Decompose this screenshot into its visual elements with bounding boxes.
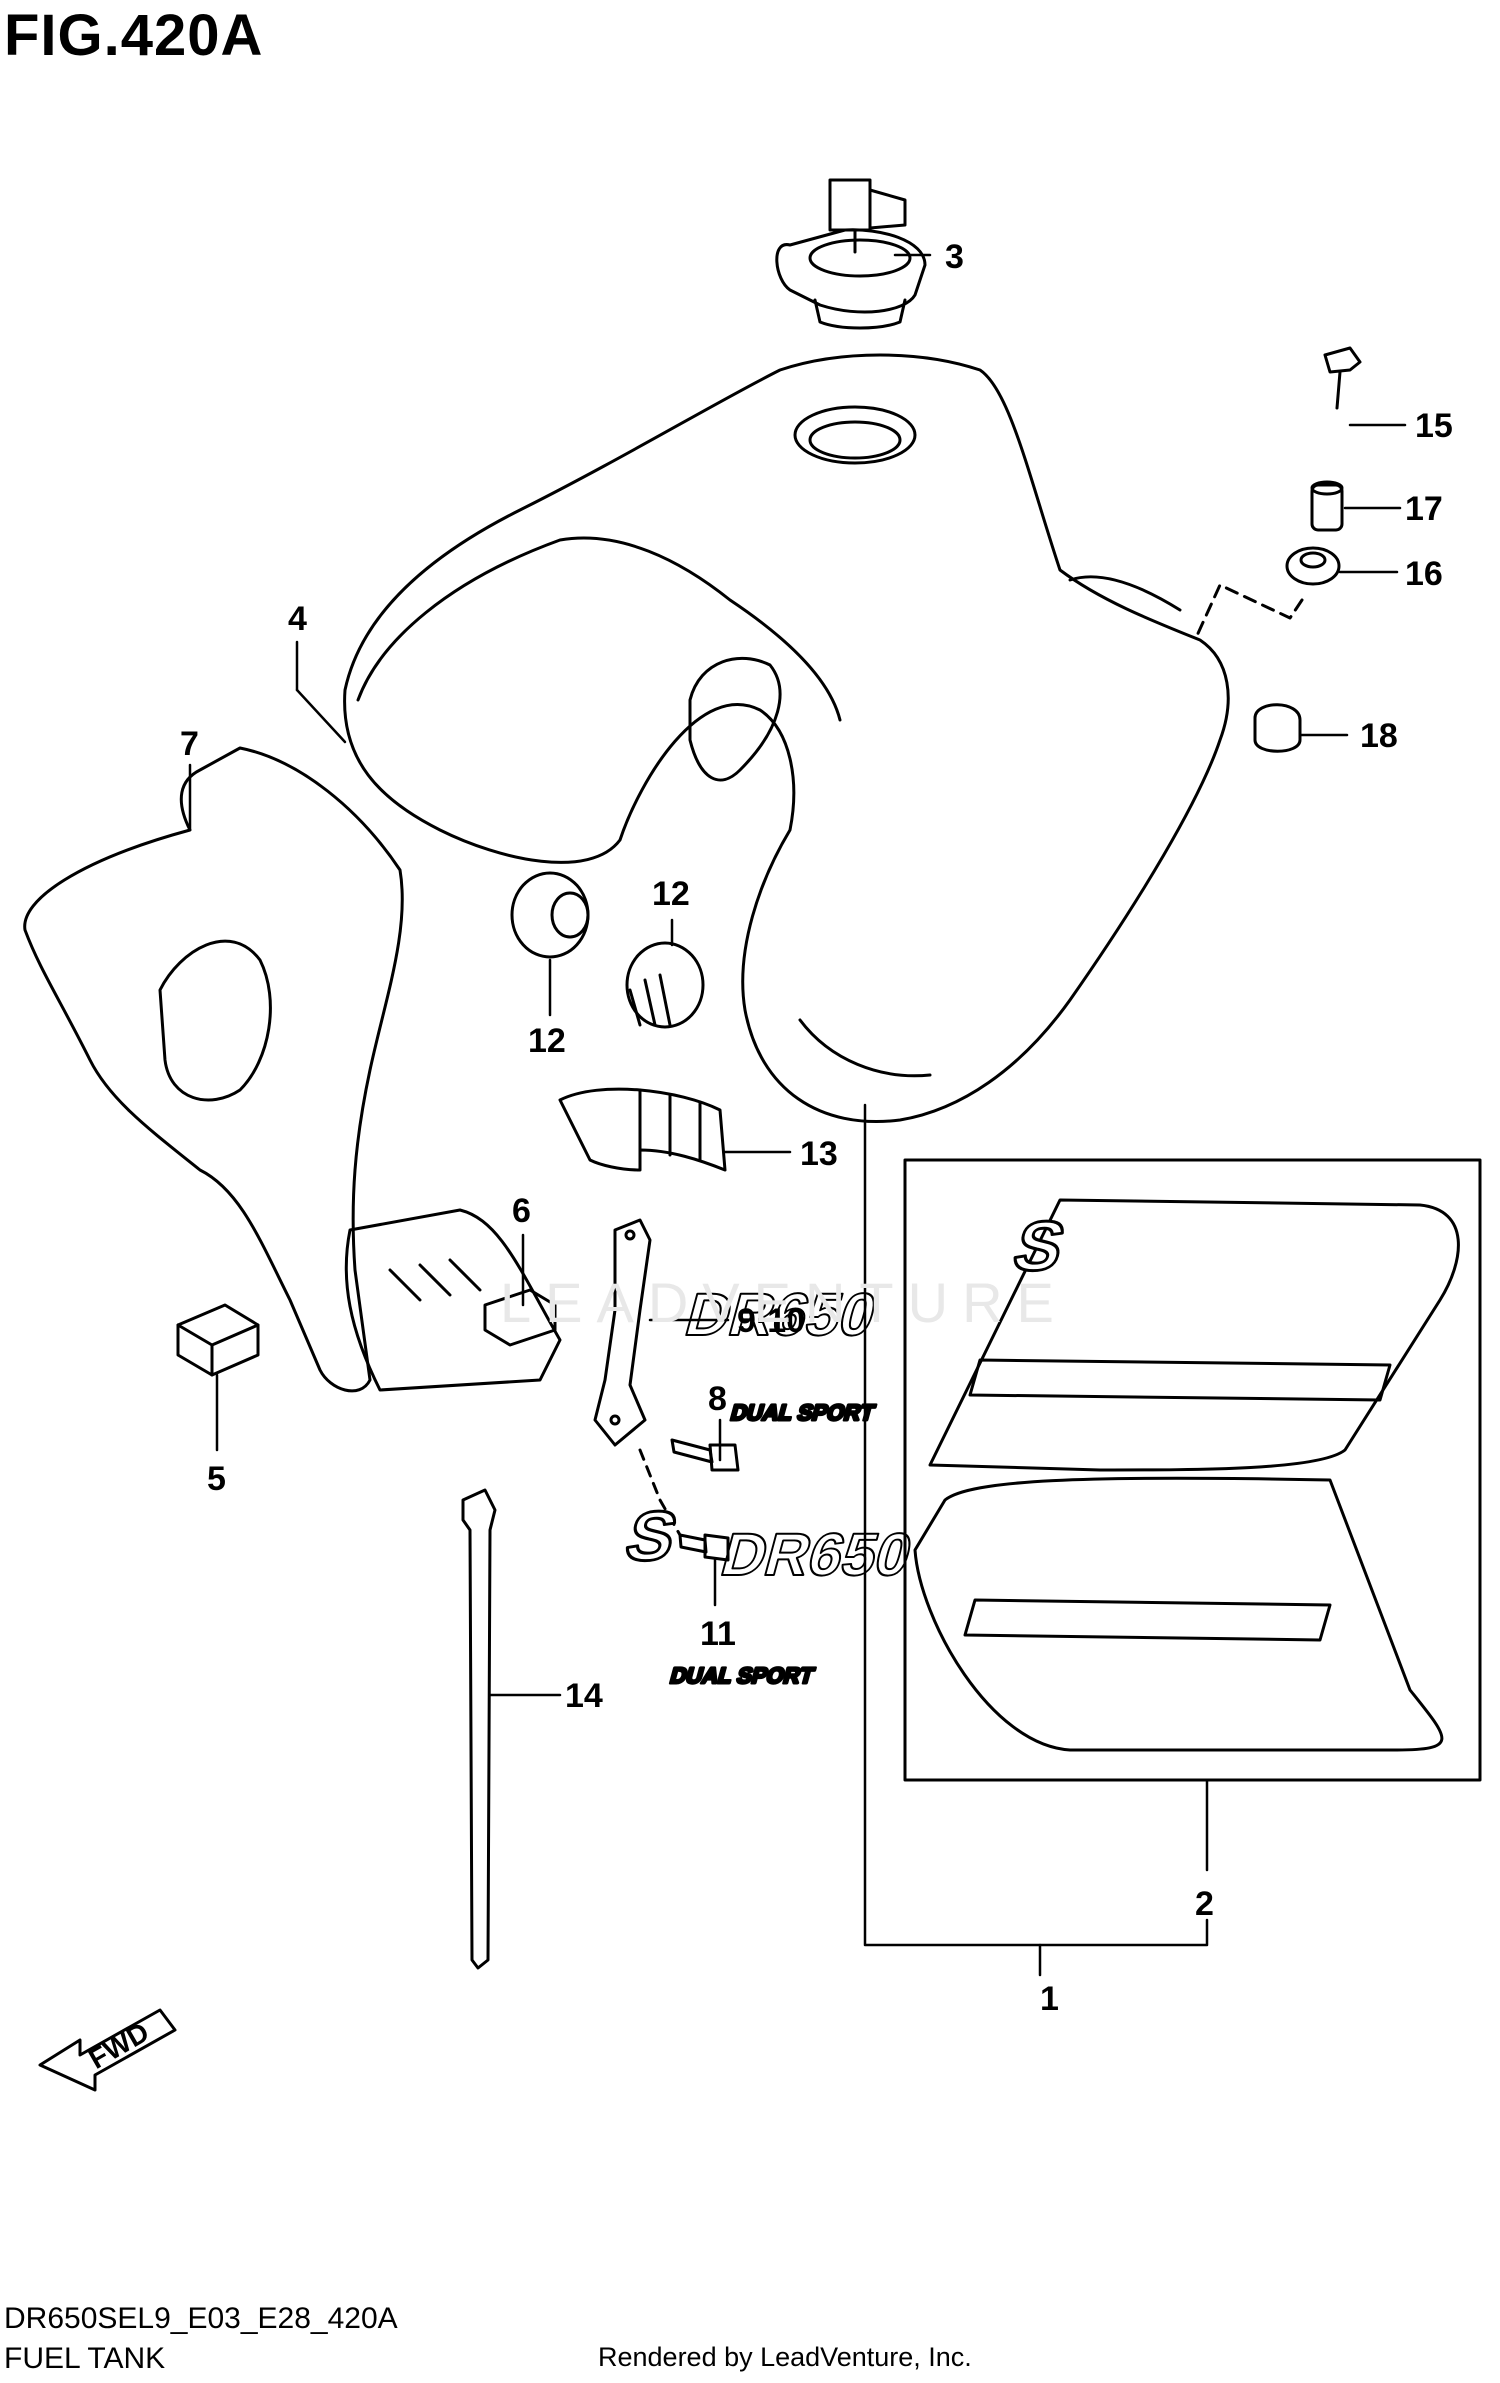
model-code: DR650SEL9_E03_E28_420A [4,2302,398,2335]
leader-lines [188,253,1407,1977]
side-cover [23,746,562,1393]
callout-labels: 1 2 3 4 5 6 7 8 9·10 11 12 12 13 14 15 1… [83,238,1452,2075]
callout-5: 5 [207,1460,226,1498]
callout-15: 15 [1415,407,1453,445]
callout-12-lower: 12 [528,1022,566,1060]
svg-text:DR650: DR650 [679,1281,884,1348]
callout-6: 6 [512,1192,531,1230]
callout-14: 14 [565,1677,603,1715]
mounting-bracket [593,1218,652,1447]
fwd-label: FWD [83,2016,154,2075]
tank-cushion [558,1087,727,1172]
callout-2: 2 [1195,1885,1214,1923]
callout-11: 11 [700,1615,736,1653]
svg-text:DUAL SPORT: DUAL SPORT [668,1663,817,1688]
callout-18: 18 [1360,717,1398,755]
svg-text:DR650: DR650 [715,1521,920,1588]
callout-1: 1 [1040,1980,1059,2018]
grommet-upper [510,871,590,959]
fuel-tank [343,353,1230,1123]
callout-7: 7 [180,725,199,763]
cable-tie [461,1488,497,1970]
watermark: LEADVENTURE [500,1271,1068,1334]
callout-13: 13 [800,1135,838,1173]
callout-3: 3 [945,238,964,276]
cushion [483,1288,557,1347]
figure-title: FIG.420A [4,3,264,68]
decal-set-frame [903,1158,1482,1782]
svg-text:S: S [618,1498,685,1576]
section-name: FUEL TANK [4,2342,166,2375]
callout-17: 17 [1405,490,1443,528]
collar [1310,480,1344,532]
callout-4: 4 [288,600,307,638]
fuel-cap [775,178,927,330]
bolt-15 [1323,346,1362,410]
grommet-18 [1253,703,1302,753]
fwd-arrow-icon [38,2008,177,2092]
svg-text:DUAL SPORT: DUAL SPORT [728,1400,877,1425]
callout-12-upper: 12 [652,875,690,913]
callout-8: 8 [708,1380,727,1418]
grommet-lower [625,941,705,1029]
decal-left: S DR650 DUAL SPORT [616,1476,1444,1752]
bolt-8 [670,1438,740,1472]
callout-9-10: 9·10 [737,1302,805,1340]
callout-16: 16 [1405,555,1443,593]
bolt-11 [678,1533,730,1562]
rubber-block [176,1303,260,1377]
rendered-by-credit: Rendered by LeadVenture, Inc. [598,2342,972,2372]
cushion-16 [1285,546,1341,586]
